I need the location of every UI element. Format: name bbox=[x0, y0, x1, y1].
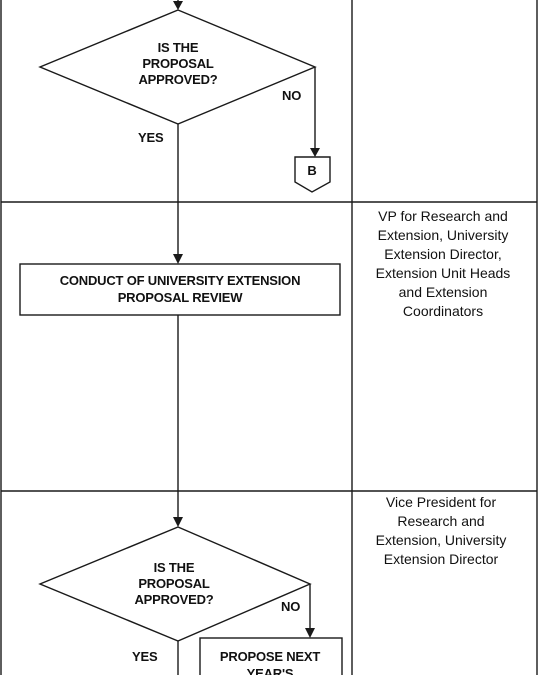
process-to-decision-2-arrow bbox=[173, 315, 183, 527]
responsible-2-line-2: Extension, University bbox=[378, 227, 509, 243]
responsible-2-line-5: and Extension bbox=[399, 284, 488, 300]
responsible-2-line-4: Extension Unit Heads bbox=[376, 265, 511, 281]
responsible-2-line-3: Extension Director, bbox=[384, 246, 502, 262]
decision-1-line-2: PROPOSAL bbox=[142, 56, 214, 71]
connector-b-shape bbox=[294, 156, 331, 193]
responsible-3-line-2: Research and bbox=[397, 513, 484, 529]
decision-2-line-2: PROPOSAL bbox=[138, 576, 210, 591]
process-review-line-1: CONDUCT OF UNIVERSITY EXTENSION bbox=[60, 273, 301, 288]
decision-1-no-branch: NO bbox=[282, 67, 320, 157]
responsible-3-line-3: Extension, University bbox=[376, 532, 507, 548]
decision-1-no-label: NO bbox=[282, 88, 301, 103]
decision-2: IS THE PROPOSAL APPROVED? bbox=[38, 526, 312, 642]
process-propose-box bbox=[199, 637, 343, 675]
responsible-2-line-1: VP for Research and bbox=[378, 208, 508, 224]
responsible-2-line-6: Coordinators bbox=[403, 303, 483, 319]
responsible-3-line-1: Vice President for bbox=[386, 494, 497, 510]
process-review-box bbox=[19, 263, 341, 316]
connector-b: B bbox=[294, 156, 331, 193]
process-review: CONDUCT OF UNIVERSITY EXTENSION PROPOSAL… bbox=[19, 263, 341, 316]
responsible-3-line-4: Extension Director bbox=[384, 551, 499, 567]
responsible-party-2: VP for Research and Extension, Universit… bbox=[376, 208, 511, 319]
responsible-party-3: Vice President for Research and Extensio… bbox=[376, 494, 507, 567]
process-propose-line-2: YEAR'S bbox=[247, 666, 294, 675]
decision-2-no-branch: NO bbox=[281, 584, 315, 638]
decision-1-yes-label: YES bbox=[138, 130, 164, 145]
decision-2-line-3: APPROVED? bbox=[134, 592, 213, 607]
decision-2-line-1: IS THE bbox=[154, 560, 195, 575]
decision-2-yes-label: YES bbox=[132, 649, 158, 664]
process-review-line-2: PROPOSAL REVIEW bbox=[118, 290, 244, 305]
process-propose: PROPOSE NEXT YEAR'S bbox=[199, 637, 343, 675]
decision-1-line-1: IS THE bbox=[158, 40, 199, 55]
decision-1-line-3: APPROVED? bbox=[138, 72, 217, 87]
connector-b-label: B bbox=[307, 163, 316, 178]
decision-1-yes-branch: YES bbox=[138, 124, 183, 264]
decision-2-no-label: NO bbox=[281, 599, 300, 614]
decision-1: IS THE PROPOSAL APPROVED? bbox=[38, 9, 317, 125]
incoming-arrow bbox=[173, 0, 183, 10]
decision-2-yes-branch: YES bbox=[132, 641, 179, 675]
process-propose-line-1: PROPOSE NEXT bbox=[220, 649, 320, 664]
